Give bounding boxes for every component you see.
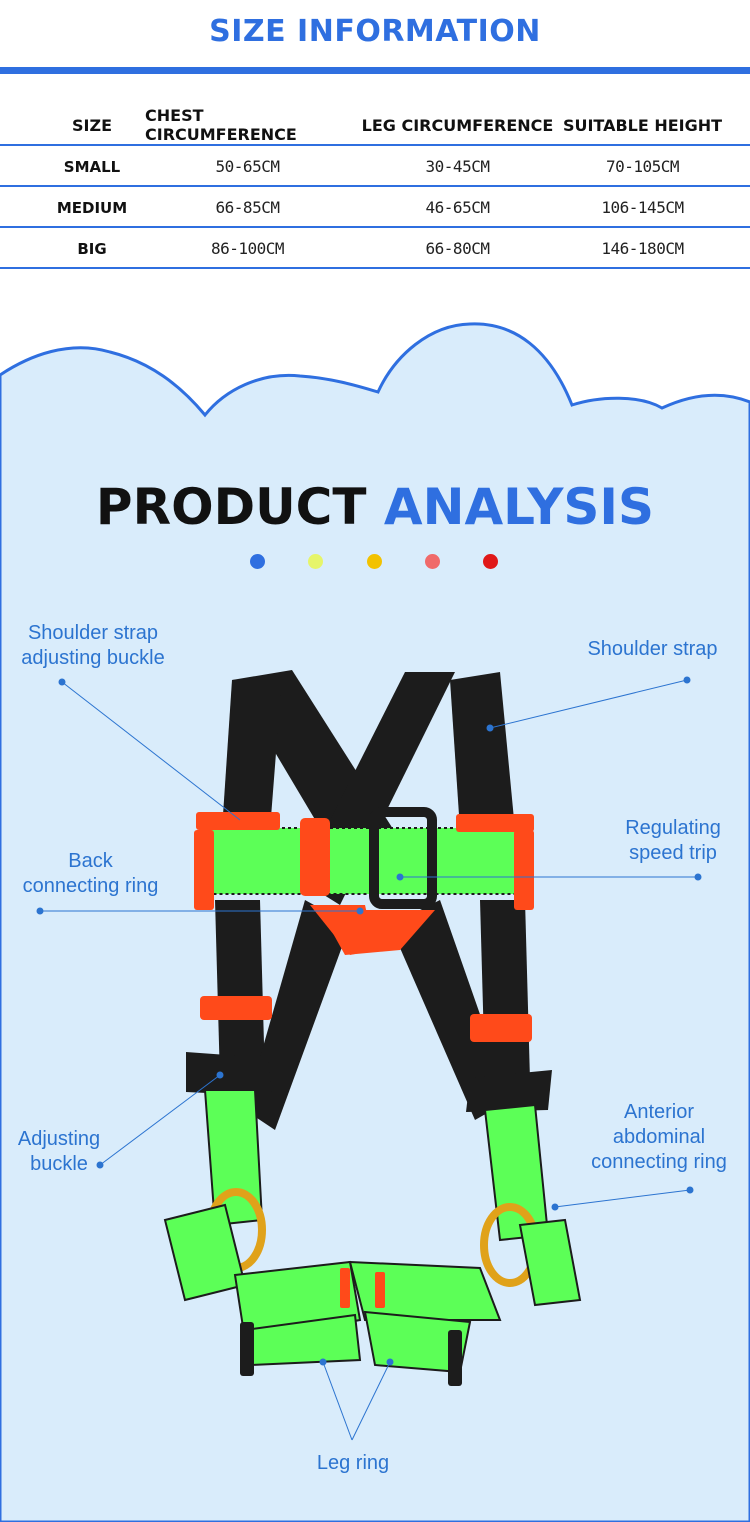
size-cell: BIG [77,239,107,258]
label-shoulder-strap-adjusting-buckle: Shoulder strap adjusting buckle [21,622,165,669]
title-part-accent: ANALYSIS [383,478,655,536]
title-divider [0,67,750,74]
leg-cell: 66-80CM [425,239,490,258]
height-cell: 106-145CM [601,198,684,217]
label-shoulder-strap: Shoulder strap [587,638,718,660]
label-anterior-abdominal-connecting-ring: Anterior abdominal connecting ring [591,1101,727,1173]
header-height: SUITABLE HEIGHT [562,115,723,135]
size-table: SIZE CHEST CIRCUMFERENCE LEG CIRCUMFEREN… [0,104,750,269]
decor-dot [308,554,323,569]
size-cell: SMALL [63,157,121,176]
label-leg-ring: Leg ring [316,1452,390,1474]
title-part-dark: PRODUCT [95,478,367,536]
table-row: SMALL 50-65CM 30-45CM 70-105CM [0,146,750,187]
chest-cell: 50-65CM [215,157,280,176]
decor-dot [425,554,440,569]
height-cell: 146-180CM [601,239,684,258]
header-chest: CHEST CIRCUMFERENCE [145,106,297,144]
decor-dot [250,554,265,569]
table-row: BIG 86-100CM 66-80CM 146-180CM [0,228,750,269]
header-size: SIZE [71,115,112,135]
label-back-connecting-ring: Back connecting ring [22,850,159,897]
table-row: MEDIUM 66-85CM 46-65CM 106-145CM [0,187,750,228]
label-regulating-speed-trip: Regulating speed trip [625,817,721,864]
chest-cell: 86-100CM [210,239,285,258]
chest-cell: 66-85CM [215,198,280,217]
table-divider [0,267,750,269]
table-divider [0,144,750,146]
table-header-row: SIZE CHEST CIRCUMFERENCE LEG CIRCUMFEREN… [0,104,750,146]
product-analysis-title: PRODUCT ANALYSIS [0,478,750,536]
table-divider [0,185,750,187]
table-divider [0,226,750,228]
decor-dot [483,554,498,569]
leg-cell: 46-65CM [425,198,490,217]
height-cell: 70-105CM [605,157,680,176]
size-information-title: SIZE INFORMATION [209,14,541,49]
header-leg: LEG CIRCUMFERENCE [361,115,554,135]
label-adjusting-buckle: Adjusting buckle [17,1128,101,1175]
size-cell: MEDIUM [56,198,128,217]
leg-cell: 30-45CM [425,157,490,176]
decor-dot [367,554,382,569]
